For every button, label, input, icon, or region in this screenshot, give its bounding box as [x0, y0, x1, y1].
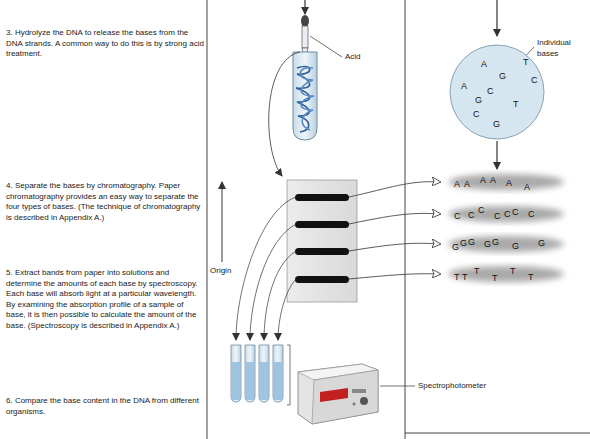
base-letter: A: [506, 179, 512, 188]
base-band: AAAAAA: [440, 170, 572, 194]
base-letter: G: [484, 240, 491, 249]
band-shape: [440, 232, 572, 256]
base-band: CCCCCCC: [440, 202, 572, 226]
base-letter: T: [462, 273, 468, 282]
base-letter: C: [512, 208, 519, 217]
base-letter: A: [524, 183, 530, 192]
base-letter: T: [510, 267, 516, 276]
callout-label: Acid: [345, 52, 385, 63]
base-letter: C: [528, 210, 535, 219]
base-letter: C: [478, 206, 485, 215]
base-letter: G: [475, 96, 482, 105]
base-letter: C: [473, 110, 480, 119]
base-letter: C: [531, 76, 538, 85]
base-letter: T: [454, 273, 460, 282]
base-letter: A: [454, 180, 460, 189]
base-letter: A: [490, 176, 496, 185]
base-letter: G: [452, 243, 459, 252]
band-shape: [440, 262, 572, 286]
bases-circle: ATGCACGTCG: [449, 44, 545, 140]
base-letter: G: [468, 238, 475, 247]
base-letter: A: [461, 82, 467, 91]
base-band: TTTTTT: [440, 262, 572, 286]
base-letter: T: [523, 58, 529, 67]
base-letter: G: [493, 120, 500, 129]
base-letter: G: [512, 242, 519, 251]
base-letter: T: [513, 100, 519, 109]
step-text: 5. Extract bands from paper into solutio…: [6, 268, 204, 331]
base-letter: C: [494, 212, 501, 221]
base-letter: T: [492, 274, 498, 283]
base-letter: G: [492, 238, 499, 247]
base-band: GGGGGGG: [440, 232, 572, 256]
base-letter: A: [480, 176, 486, 185]
base-letter: C: [504, 210, 511, 219]
step-text: 6. Compare the base content in the DNA f…: [6, 396, 204, 417]
base-letter: A: [464, 180, 470, 189]
callout-label: Individual bases: [537, 38, 583, 59]
callout-label: Origin: [210, 266, 250, 277]
step-text: 4. Separate the bases by chromatography.…: [6, 181, 204, 223]
base-letter: C: [487, 87, 494, 96]
base-letter: C: [454, 212, 461, 221]
base-letter: A: [481, 60, 487, 69]
base-letter: T: [474, 267, 480, 276]
step-text: 3. Hydrolyze the DNA to release the base…: [6, 28, 204, 60]
callout-label: Spectrophotometer: [418, 381, 518, 392]
flow-arrow: [496, 141, 497, 169]
base-letter: C: [468, 211, 475, 220]
base-letter: G: [538, 239, 545, 248]
base-letter: T: [528, 273, 534, 282]
base-letter: G: [499, 72, 506, 81]
base-letter: G: [460, 239, 467, 248]
